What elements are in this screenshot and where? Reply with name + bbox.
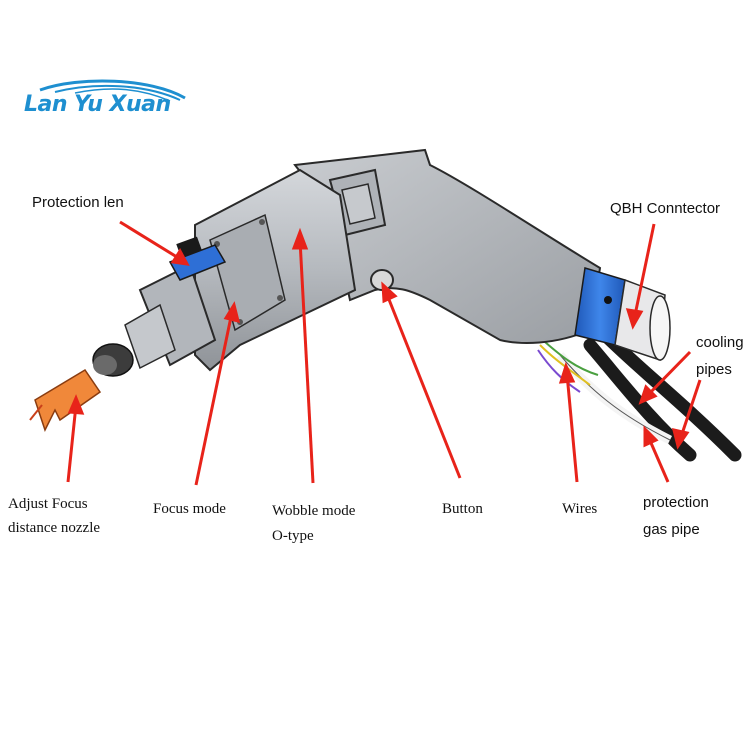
arrow-protection-len [119, 220, 186, 264]
arrow-qbh-connector [632, 223, 656, 321]
label-adjust-focus-line1: Adjust Focus [8, 496, 88, 512]
label-protection-gas-line1: protection [643, 494, 709, 511]
label-wobble-mode-line1: Wobble mode [272, 503, 356, 519]
annotation-arrows [66, 220, 702, 486]
label-button: Button [442, 501, 483, 517]
arrow-focus-mode [194, 311, 234, 486]
label-wobble-mode-line2: O-type [272, 528, 314, 544]
label-cooling-pipes-line2: pipes [696, 361, 732, 378]
arrow-cooling-pipes-1 [643, 350, 692, 400]
label-focus-mode: Focus mode [153, 501, 226, 517]
label-protection-len: Protection len [32, 194, 124, 211]
logo-swoosh-icon [39, 79, 186, 102]
arrow-adjust-focus [66, 404, 78, 483]
arrow-button [384, 291, 462, 479]
nozzle [29, 303, 176, 432]
label-protection-gas-line2: gas pipe [643, 521, 700, 538]
arrow-wires [565, 373, 579, 483]
arrow-cooling-pipes-2 [678, 379, 702, 441]
brand-logo: Lan Yu Xuan [20, 78, 190, 128]
arrow-wobble-mode [298, 239, 315, 484]
qbh-connector [574, 267, 671, 362]
label-adjust-focus-line2: distance nozzle [8, 520, 101, 536]
label-cooling-pipes-line1: cooling [696, 334, 744, 351]
logo-text: Lan Yu Xuan [24, 92, 171, 117]
label-wires: Wires [562, 501, 598, 517]
label-qbh-connector: QBH Conntector [610, 200, 721, 217]
